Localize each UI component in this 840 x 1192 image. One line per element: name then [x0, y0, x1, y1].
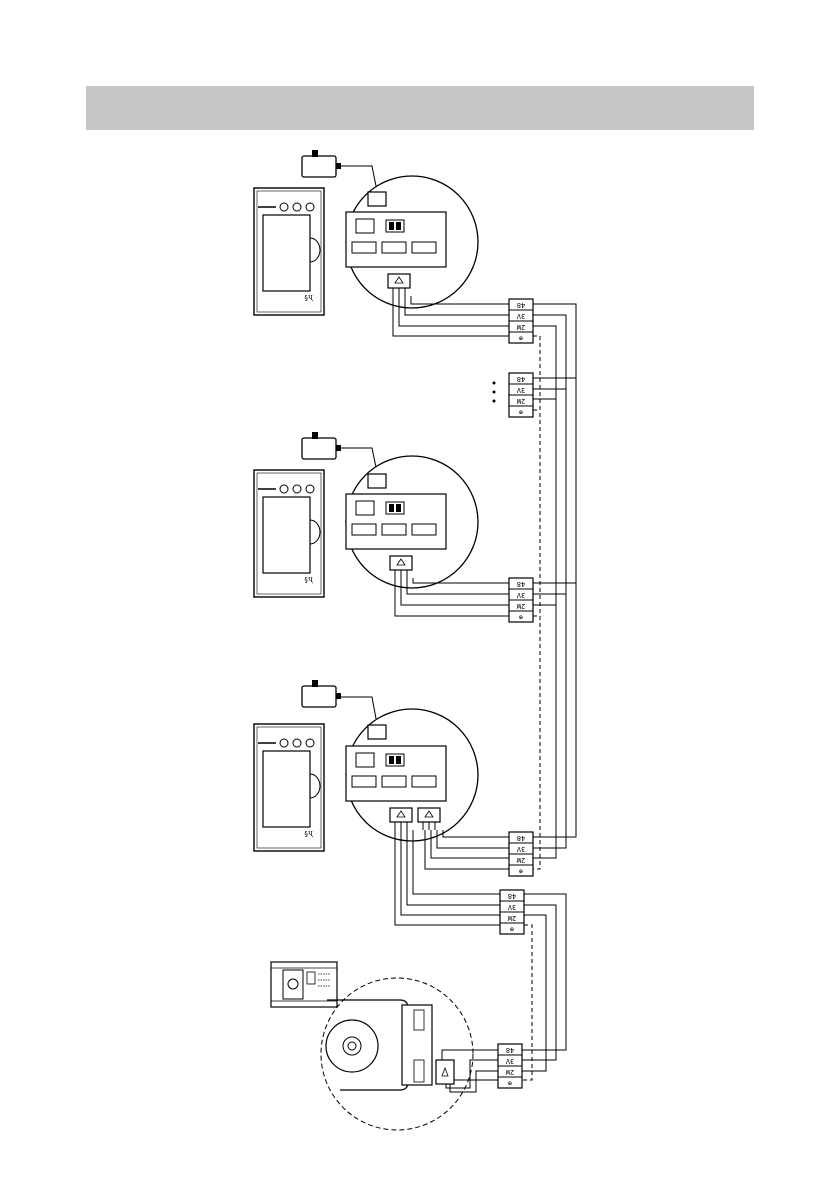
- terminal-label: 2W: [507, 914, 516, 922]
- terminal-label: 2W: [516, 323, 525, 331]
- circuit-board-icon: [346, 176, 478, 308]
- terminal-label: 48: [517, 375, 525, 383]
- indoor-monitor-3: [254, 724, 324, 851]
- terminal-label: 3V: [516, 845, 525, 853]
- terminal-label: 48: [517, 301, 525, 309]
- terminal-label: 2W: [505, 1068, 514, 1076]
- terminal-label: 3V: [516, 591, 525, 599]
- indoor-monitor-2: [254, 470, 324, 597]
- terminal-label: 48: [517, 580, 525, 588]
- terminal-label: 2W: [516, 397, 525, 405]
- terminal-label: 2W: [516, 602, 525, 610]
- terminal-label: 2W: [516, 856, 525, 864]
- indoor-monitor-1: [254, 188, 324, 315]
- terminal-label: 48: [517, 834, 525, 842]
- power-adapter-icon: [302, 150, 341, 177]
- power-adapter-icon: [302, 680, 341, 707]
- circuit-board-icon: [346, 456, 478, 588]
- circuit-board-icon: [346, 709, 478, 841]
- power-adapter-icon: [302, 432, 341, 459]
- terminal-label: 3V: [505, 1057, 514, 1065]
- terminal-block-icon: [498, 299, 533, 1088]
- terminal-label: 3V: [516, 386, 525, 394]
- terminal-label: 3V: [507, 903, 516, 911]
- terminal-label: 48: [508, 892, 516, 900]
- outdoor-board-detail: [321, 978, 473, 1130]
- terminal-label: 3V: [516, 312, 525, 320]
- wiring: [393, 296, 576, 1092]
- terminal-labels: 483V2W⊕483V2W⊕483V2W⊕483V2W⊕483V2W⊕483V2…: [505, 301, 525, 1087]
- terminal-label: 48: [506, 1046, 514, 1054]
